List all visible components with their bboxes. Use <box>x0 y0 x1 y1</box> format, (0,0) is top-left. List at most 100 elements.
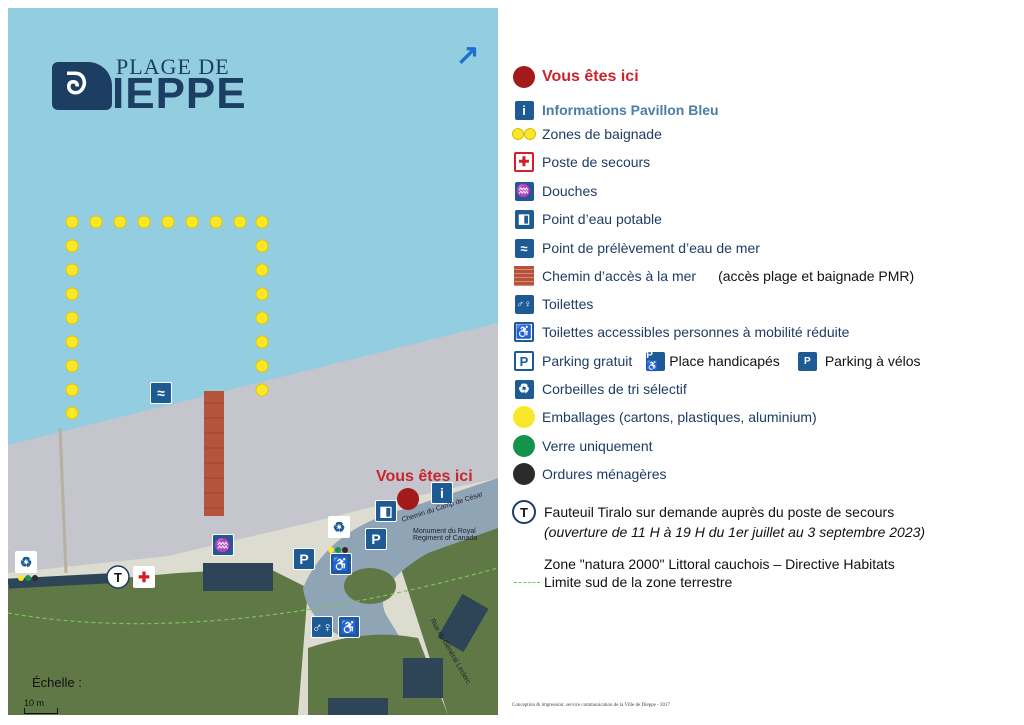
svg-text:T: T <box>114 570 122 585</box>
legend-tiralo-hours: (ouverture de 11 H à 19 H du 1er juillet… <box>544 524 926 540</box>
here-marker-icon <box>513 66 535 88</box>
bike-parking-icon: P <box>797 351 817 371</box>
legend-limite: Limite sud de la zone terrestre <box>544 574 733 590</box>
seawater-sampling-icon[interactable]: ≈ <box>150 382 172 404</box>
here-label: Vous êtes ici <box>376 468 473 485</box>
recycling-bin-icon: ♻ <box>514 379 534 399</box>
building-left <box>8 573 109 589</box>
map-drawing: T <box>8 8 498 715</box>
scale-value: 10 m <box>24 698 45 708</box>
legend-accessible-toilets-label: Toilettes accessibles personnes à mobili… <box>542 324 850 340</box>
roundabout <box>344 568 396 604</box>
accessible-toilets-icon: ♿ <box>514 322 534 342</box>
legend-showers-label: Douches <box>542 183 598 199</box>
disabled-parking-icon[interactable]: ♿ <box>330 553 352 575</box>
toilets-icon: ♂♀ <box>514 294 534 314</box>
legend-accessible-toilets: ♿ Toilettes accessibles personnes à mobi… <box>512 320 849 344</box>
building-east <box>437 593 489 653</box>
natura-limit-icon <box>514 582 540 583</box>
logo-badge: ᘐ <box>52 62 112 110</box>
parking-icon: P <box>514 351 534 371</box>
legend-swimming: Zones de baignade <box>512 122 662 146</box>
scale-title: Échelle : <box>32 675 82 690</box>
legend-sea-path: Chemin d’accès à la mer (accès plage et … <box>512 264 914 288</box>
legend-waste-label: Ordures ménagères <box>542 466 667 482</box>
legend-info-label: Informations Pavillon Bleu <box>542 102 719 118</box>
seawater-sampling-icon: ≈ <box>514 238 534 258</box>
logo-wave-icon: ᘐ <box>66 68 88 101</box>
legend-drinking-water-label: Point d’eau potable <box>542 211 662 227</box>
legend-waste: Ordures ménagères <box>512 462 667 486</box>
here-marker <box>397 488 419 510</box>
toilets-icon[interactable]: ♂♀ <box>311 616 333 638</box>
recycling-bin-icon[interactable]: ♻ <box>15 551 37 573</box>
black-bin-icon <box>513 463 535 485</box>
recycling-dots-left <box>18 575 38 581</box>
parking-icon[interactable]: P <box>293 548 315 570</box>
accessible-toilets-icon[interactable]: ♿ <box>338 616 360 638</box>
recycling-bin-icon[interactable]: ♻ <box>328 516 350 538</box>
scale-bar: 10 m <box>24 698 58 714</box>
shower-icon[interactable]: ♒ <box>212 534 234 556</box>
north-arrow-icon: ↗ <box>456 39 480 70</box>
legend-recycling-label: Corbeilles de tri sélectif <box>542 381 687 397</box>
legend-sampling: ≈ Point de prélèvement d’eau de mer <box>512 236 760 260</box>
road <box>303 478 498 715</box>
natura-limit-line <box>8 567 498 625</box>
legend-tiralo: Fauteuil Tiralo sur demande auprès du po… <box>544 504 895 520</box>
tiralo-marker <box>106 565 130 589</box>
credit-line: Conception & impression: service communi… <box>512 703 671 708</box>
legend-recycling: ♻ Corbeilles de tri sélectif <box>512 377 687 401</box>
legend-drinking-water: ◧ Point d’eau potable <box>512 207 662 231</box>
grass-west <box>8 568 308 715</box>
tiralo-legend-marker: T <box>512 500 536 524</box>
logo-subtitle: PLAGE DE <box>116 54 230 79</box>
drinking-water-icon: ◧ <box>514 209 534 229</box>
green-bin-icon <box>513 435 535 457</box>
first-aid-icon: ✚ <box>514 152 534 172</box>
legend-first-aid-label: Poste de secours <box>542 154 651 170</box>
groyne <box>58 427 68 574</box>
legend-packaging: Emballages (cartons, plastiques, alumini… <box>512 405 817 429</box>
beach-map: T ᘐ PLAGE DE IEPPE ↗ Vous êtes ici ≈ ♒ i… <box>8 8 498 715</box>
legend-natura: Zone "natura 2000" Littoral cauchois – D… <box>544 556 895 572</box>
shower-icon: ♒ <box>514 181 534 201</box>
legend-glass: Verre uniquement <box>512 434 653 458</box>
legend-showers: ♒ Douches <box>512 179 597 203</box>
sea-path-icon <box>514 266 534 286</box>
recycling-dots-right <box>328 547 348 553</box>
info-icon[interactable]: i <box>431 482 453 504</box>
legend-toilets: ♂♀ Toilettes <box>512 292 593 316</box>
legend-here: Vous êtes ici <box>512 65 639 89</box>
legend-info: i Informations Pavillon Bleu <box>512 98 719 122</box>
logo-title-text: IEPPE <box>112 69 247 118</box>
legend-parking-label: Parking gratuit <box>542 353 633 369</box>
swimming-zone-icon <box>512 123 536 145</box>
swimming-zone <box>65 215 269 420</box>
legend-sea-path-note: (accès plage et baignade PMR) <box>718 268 915 284</box>
monument-label: Monument du Royal Regiment of Canada <box>413 528 478 542</box>
legend-disabled-parking-label: Place handicapés <box>669 353 780 369</box>
drinking-water-icon[interactable]: ◧ <box>375 500 397 522</box>
first-aid-icon[interactable]: ✚ <box>133 566 155 588</box>
legend-bike-parking-label: Parking à vélos <box>824 353 921 369</box>
legend-here-label: Vous êtes ici <box>542 68 639 85</box>
disabled-parking-icon: P♿ <box>646 350 666 372</box>
building-center <box>203 563 273 591</box>
legend-toilets-label: Toilettes <box>542 296 594 312</box>
building-south <box>403 658 443 698</box>
legend-sea-path-label: Chemin d’accès à la mer <box>542 268 697 284</box>
legend-sampling-label: Point de prélèvement d’eau de mer <box>542 240 760 256</box>
logo-title: IEPPE <box>112 72 247 116</box>
legend-swimming-label: Zones de baignade <box>542 126 662 142</box>
legend-packaging-label: Emballages (cartons, plastiques, alumini… <box>542 409 817 425</box>
yellow-bin-icon <box>513 406 535 428</box>
legend-parking: P Parking gratuit P♿ Place handicapés P … <box>512 349 921 373</box>
tiralo-icon: T <box>512 500 536 524</box>
info-icon: i <box>514 100 534 120</box>
sea-access-path <box>204 391 224 516</box>
building-south-2 <box>328 698 388 715</box>
legend-glass-label: Verre uniquement <box>542 438 653 454</box>
bike-parking-icon[interactable]: P <box>365 528 387 550</box>
legend-first-aid: ✚ Poste de secours <box>512 150 650 174</box>
